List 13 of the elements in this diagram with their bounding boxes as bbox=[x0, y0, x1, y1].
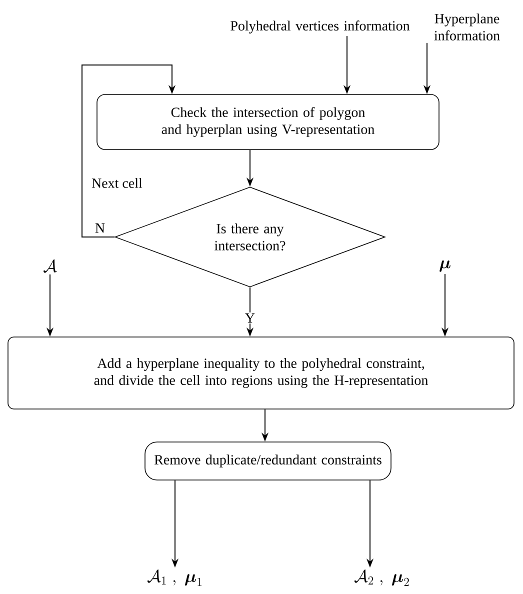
edge-label: Y bbox=[244, 312, 256, 324]
input-label: Polyhedral vertices information bbox=[230, 20, 410, 34]
note-label: Next cell bbox=[92, 178, 142, 188]
math-symbol: $\mathcal{A}$ bbox=[44, 259, 57, 273]
process-box: Add a hyperplane inequality to the polyhedral constraint, and divide the cell into regions using the H-representation bbox=[8, 336, 514, 410]
input-label: Hyperplane information bbox=[434, 14, 500, 40]
process-box: Check the intersection of polygon and hyperplan using V-representation bbox=[96, 94, 440, 150]
math-symbol: $\boldsymbol{\mu}$ bbox=[440, 260, 451, 272]
math-symbol: $\mathcal{A}_2 \;,\; \boldsymbol{\mu}_2$ bbox=[354, 569, 409, 586]
edge-label: N bbox=[94, 222, 106, 234]
arrow bbox=[82, 64, 176, 238]
math-symbol: $\mathcal{A}_1 \;,\; \boldsymbol{\mu}_1$ bbox=[148, 569, 202, 586]
process-box: Remove duplicate/redundant constraints bbox=[144, 442, 392, 480]
